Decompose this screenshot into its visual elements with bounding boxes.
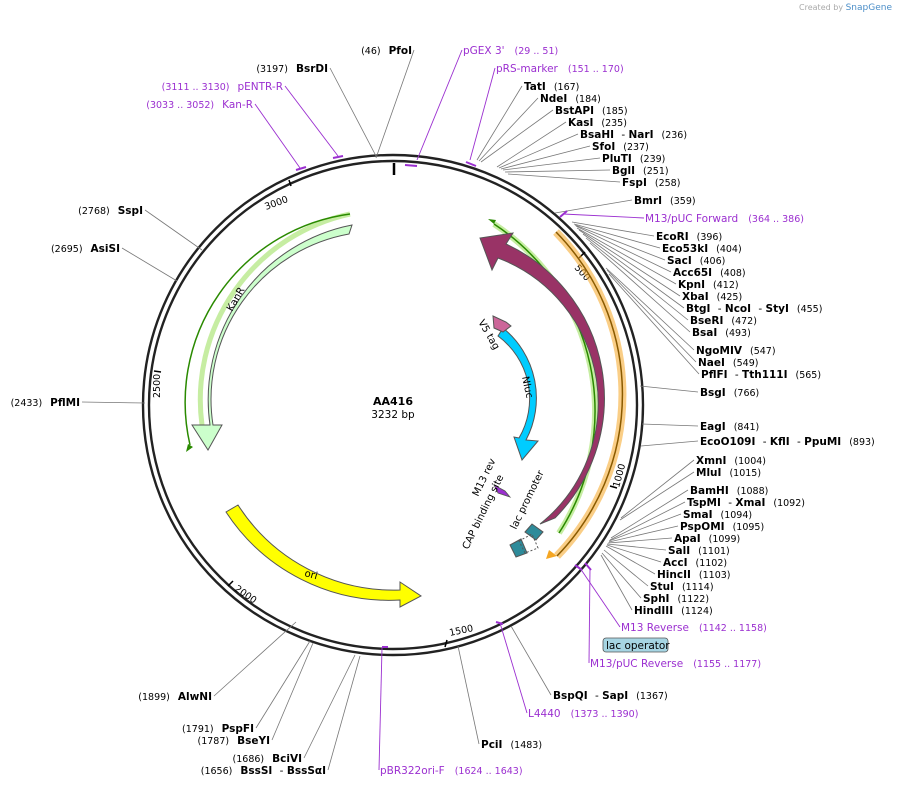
- enzyme-label-acci: AccI(1102): [663, 557, 727, 569]
- enzyme-label-btgi: BtgI - NcoI - StyI(455): [686, 303, 822, 315]
- enzyme-label-sphi: SphI(1122): [643, 593, 709, 605]
- enzyme-label-pluti: PluTI(239): [602, 153, 665, 165]
- enzyme-label-hindiii: HindIII(1124): [634, 605, 713, 617]
- enzyme-label-bcivi: (1686)BciVI: [233, 753, 302, 765]
- enzyme-label-bspqi: BspQI - SapI(1367): [553, 690, 668, 702]
- enzyme-label-pfoi: (46)PfoI: [361, 45, 412, 57]
- feature-label-lacz: lacZα: [571, 356, 585, 385]
- enzyme-label-bsrdi: (3197)BsrDI: [256, 63, 328, 75]
- enzyme-label-bsai: BsaI(493): [692, 327, 751, 339]
- enzyme-label-asisi: (2695)AsiSI: [51, 243, 120, 255]
- enzyme-label-tspmi: TspMI - XmaI(1092): [687, 497, 805, 509]
- enzyme-label-ecori: EcoRI(396): [656, 231, 722, 243]
- enzyme-label-ecoo109i: EcoO109I - KflI - PpuMI(893): [700, 436, 875, 448]
- feature-label-ori: ori: [303, 568, 318, 582]
- primer-label-pentr-r: (3111 .. 3130)pENTR-R: [162, 81, 283, 93]
- enzyme-label-naei: NaeI(549): [698, 357, 758, 369]
- plasmid-length: 3232 bp: [371, 409, 415, 421]
- enzyme-label-sspi: (2768)SspI: [78, 205, 143, 217]
- enzyme-label-acc65i: Acc65I(408): [673, 267, 746, 279]
- feature-label-nluc: Nluc: [519, 375, 534, 399]
- tick-label-1500: 1500: [448, 623, 474, 639]
- primer-label-m13-reverse: M13 Reverse(1142 .. 1158): [621, 622, 767, 634]
- enzyme-label-sali: SalI(1101): [668, 545, 730, 557]
- backbone: [141, 153, 645, 657]
- enzyme-label-tati: TatI(167): [524, 81, 579, 93]
- enzyme-label-pflmi: (2433)PflMI: [11, 397, 80, 409]
- enzyme-label-eagi: EagI(841): [700, 421, 759, 433]
- enzyme-label-mlui: MluI(1015): [696, 467, 761, 479]
- primer-label-m13-puc-forward: M13/pUC Forward(364 .. 386): [645, 213, 804, 225]
- primer-marks: [295, 155, 592, 648]
- primer-label-m13-puc-reverse: M13/pUC Reverse(1155 .. 1177): [590, 658, 761, 670]
- enzyme-label-stui: StuI(1114): [650, 581, 714, 593]
- plasmid-name: AA416: [373, 395, 413, 408]
- lac-operator-label: lac operator: [606, 640, 670, 652]
- enzyme-label-pflfi: PflFI - Tth111I(565): [701, 369, 821, 381]
- enzyme-label-bgli: BglI(251): [612, 165, 669, 177]
- enzyme-label-fspi: FspI(258): [622, 177, 680, 189]
- enzyme-label-sfoi: SfoI(237): [592, 141, 649, 153]
- primer-label-kan-r: (3033 .. 3052)Kan-R: [146, 99, 253, 111]
- lac-operator-box: lac operator: [602, 637, 670, 653]
- tick-label-2000: 2000: [232, 583, 258, 606]
- enzyme-label-eco53ki: Eco53kI(404): [662, 243, 742, 255]
- primer-label-pbr322ori-f: pBR322ori-F(1624 .. 1643): [380, 765, 523, 777]
- enzyme-label-bstapi: BstAPI(185): [555, 105, 628, 117]
- enzyme-label-bamhi: BamHI(1088): [690, 485, 768, 497]
- snapgene-logo: SnapGene: [845, 3, 892, 13]
- primer-label-prs-marker: pRS-marker(151 .. 170): [496, 63, 624, 75]
- enzyme-label-smai: SmaI(1094): [683, 509, 752, 521]
- enzyme-label-bsahi: BsaHI - NarI(236): [580, 129, 687, 141]
- enzyme-label-kpni: KpnI(412): [678, 279, 739, 291]
- enzyme-label-xbai: XbaI(425): [682, 291, 742, 303]
- enzyme-label-bmri: BmrI(359): [634, 195, 696, 207]
- credit-prefix: Created by: [799, 3, 844, 12]
- enzyme-label-alwni: (1899)AlwNI: [138, 691, 212, 703]
- enzyme-label-bsgi: BsgI(766): [700, 387, 759, 399]
- enzyme-label-xmni: XmnI(1004): [696, 455, 766, 467]
- snapgene-credit: Created by SnapGene: [799, 3, 892, 13]
- enzyme-label-pspfi: (1791)PspFI: [182, 723, 254, 735]
- primer-label-pgex-3-: pGEX 3'(29 .. 51): [463, 45, 558, 57]
- enzyme-label-pcii: PciI(1483): [481, 739, 542, 751]
- enzyme-label-bseri: BseRI(472): [690, 315, 757, 327]
- leader-lines: [81, 49, 700, 771]
- features: [184, 211, 627, 608]
- enzyme-label-bseyi: (1787)BseYI: [198, 735, 270, 747]
- enzyme-label-ngomiv: NgoMIV(547): [696, 345, 776, 357]
- enzyme-label-hincii: HincII(1103): [657, 569, 731, 581]
- enzyme-label-ndei: NdeI(184): [540, 93, 601, 105]
- enzyme-label-pspomi: PspOMI(1095): [680, 521, 764, 533]
- enzyme-label-apai: ApaI(1099): [674, 533, 740, 545]
- enzyme-label-saci: SacI(406): [667, 255, 725, 267]
- tick-label-2500: 2500: [152, 374, 163, 398]
- feature-label-lacprom: lac promoter: [509, 468, 547, 531]
- primer-label-l4440: L4440(1373 .. 1390): [528, 708, 638, 720]
- enzyme-label-kasi: KasI(235): [568, 117, 627, 129]
- site-labels: TatI(167)NdeI(184)BstAPI(185)KasI(235)Bs…: [11, 45, 875, 777]
- enzyme-label-bsssi: (1656)BssSI - BssSαI: [201, 765, 326, 777]
